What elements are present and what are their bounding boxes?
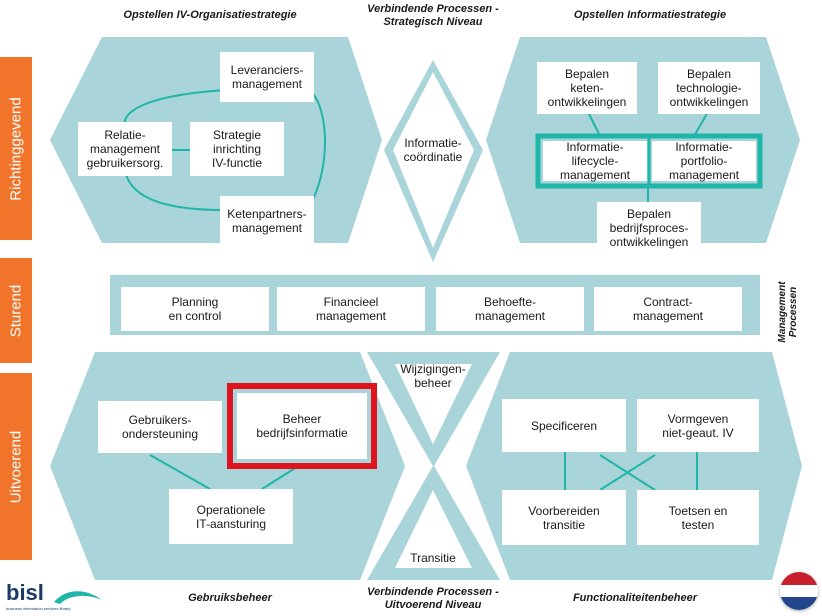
side-sturend-label: Sturend [7,284,25,337]
box-specificeren: Specificeren [502,399,626,452]
box-behoefte-management: Behoefte- management [436,287,584,331]
box-leveranciersmanagement: Leveranciers- management [220,52,314,102]
box-bepalen-technologie: Bepalen technologie- ontwikkelingen [658,62,760,114]
header-strategisch: Verbindende Processen - Strategisch Nive… [367,3,499,28]
box-ketenpartnersmanagement: Ketenpartners- management [220,196,314,246]
side-richtinggevend-label: Richtinggevend [7,96,25,201]
header-informatiestrategie: Opstellen Informatiestrategie [573,9,727,21]
box-informatie-portfolio: Informatie- portfolio- management [652,140,756,182]
box-planning-control: Planning en control [121,287,269,331]
bisl-logo-text: bisl [6,580,44,605]
management-processen-label: Management Processen [777,281,799,343]
box-beheer-bedrijfsinformatie: Beheer bedrijfsinformatie [237,393,367,459]
bisl-swoosh-icon [54,591,102,604]
functionaliteitenbeheer-panel [466,352,802,580]
dutch-flag-icon [780,572,818,610]
box-toetsen-testen: Toetsen en testen [637,490,759,545]
side-sturend: Sturend [0,258,32,363]
header-functionaliteitenbeheer: Functionaliteitenbeheer [572,592,698,604]
side-richtinggevend: Richtinggevend [0,57,32,240]
box-bepalen-bedrijfsproces: Bepalen bedrijfsproces- ontwikkelingen [597,202,701,254]
box-relatiemanagement: Relatie- management gebruikersorg. [78,122,172,176]
verbindend-panel [367,352,500,580]
box-bepalen-keten: Bepalen keten- ontwikkelingen [537,62,637,114]
box-operationele-it-aansturing: Operationele IT-aansturing [169,489,293,544]
bisl-logo: bisl business information services libra… [4,580,114,614]
red-highlight-frame [227,383,377,469]
box-vormgeven: Vormgeven niet-geaut. IV [637,399,759,452]
header-gebruiksbeheer: Gebruiksbeheer [188,592,272,604]
header-uitvoerend: Verbindende Processen - Uitvoerend Nivea… [367,586,499,611]
box-strategie-inrichting: Strategie inrichting IV-functie [190,122,284,176]
header-iv-org: Opstellen IV-Organisatiestrategie [123,9,297,21]
label-informatiecoordinatie: Informatie- coördinatie [403,136,463,164]
box-contract-management: Contract- management [594,287,742,331]
side-uitvoerend-label: Uitvoerend [7,430,25,503]
box-informatie-lifecycle: Informatie- lifecycle- management [543,140,647,182]
side-uitvoerend: Uitvoerend [0,373,32,560]
box-financieel-management: Financieel management [277,287,425,331]
label-wijzigingenbeheer: Wijzigingen- beheer [400,362,466,390]
box-voorbereiden-transitie: Voorbereiden transitie [502,490,626,545]
bisl-logo-tagline: business information services library [6,606,71,611]
label-transitie: Transitie [410,551,456,565]
box-gebruikersondersteuning: Gebruikers- ondersteuning [98,401,222,453]
